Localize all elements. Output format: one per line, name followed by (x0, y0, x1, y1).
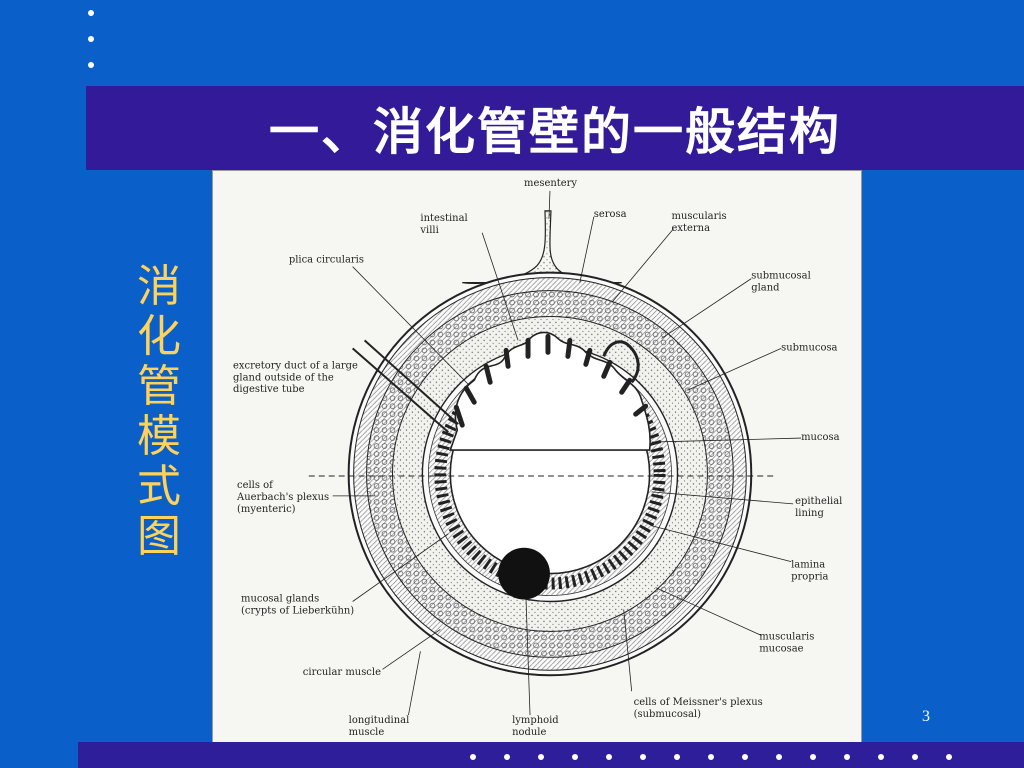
side-label: 消 化 管 模 式 图 (132, 262, 186, 562)
label-submucosal-gland: gland (751, 283, 780, 294)
side-label-char: 化 (137, 311, 181, 362)
bottom-bar (78, 742, 1024, 768)
label-auerbach-plexus: (myenteric) (237, 504, 296, 515)
label-circular-muscle: circular muscle (303, 667, 381, 678)
label-lamina-propria: propria (791, 572, 828, 583)
label-longitudinal-muscle: muscle (349, 727, 385, 738)
label-excretory-duct: gland outside of the (233, 372, 334, 383)
label-mesentery: mesentery (524, 178, 577, 189)
villi-fringe (453, 333, 649, 428)
label-meissner-plexus: (submucosal) (634, 709, 701, 720)
label-excretory-duct: digestive tube (233, 384, 305, 395)
digestive-tube-diagram: mesentery serosa muscularis externa inte… (212, 170, 862, 748)
plica-circularis-fold (602, 340, 640, 384)
label-intestinal-villi: intestinal (420, 213, 467, 224)
decorative-dots-bottom (470, 754, 980, 760)
label-muscularis-mucosae: mucosae (759, 643, 803, 654)
excretory-duct (351, 347, 449, 433)
decorative-dots-left (88, 10, 94, 88)
label-epithelial-lining: epithelial (795, 496, 842, 507)
lymphoid-nodule (498, 547, 550, 600)
label-excretory-duct: excretory duct of a large (233, 360, 358, 371)
label-muscularis-externa: muscularis (672, 211, 727, 222)
side-label-char: 消 (137, 261, 181, 312)
slide-title: 一、消化管壁的一般结构 (269, 103, 841, 161)
leader-lines (332, 190, 802, 716)
label-muscularis-externa: externa (672, 223, 711, 234)
label-intestinal-villi: villi (419, 225, 438, 236)
label-mucosal-glands: (crypts of Lieberkühn) (241, 605, 354, 616)
label-mucosal-glands: mucosal glands (241, 594, 319, 605)
side-label-char: 图 (137, 511, 181, 562)
side-label-char: 管 (137, 361, 181, 412)
label-muscularis-mucosae: muscularis (759, 631, 814, 642)
label-lamina-propria: lamina (791, 560, 825, 571)
label-auerbach-plexus: cells of (237, 480, 274, 491)
side-label-char: 模 (137, 411, 181, 462)
label-auerbach-plexus: Auerbach's plexus (236, 492, 329, 503)
excretory-duct (363, 339, 459, 425)
label-submucosa: submucosa (781, 342, 837, 353)
mucosal-crypts-ring (434, 358, 666, 590)
intestinal-villi (449, 331, 651, 451)
label-longitudinal-muscle: longitudinal (349, 715, 410, 726)
label-lymphoid-nodule: nodule (512, 727, 546, 738)
side-label-char: 式 (137, 461, 181, 512)
label-epithelial-lining: lining (795, 508, 824, 519)
label-lymphoid-nodule: lymphoid (512, 715, 559, 726)
label-plica-circularis: plica circularis (289, 255, 364, 266)
label-meissner-plexus: cells of Meissner's plexus (634, 697, 763, 708)
label-mucosa: mucosa (801, 432, 840, 443)
label-serosa: serosa (594, 209, 627, 220)
title-bar: 一、消化管壁的一般结构 (86, 86, 1024, 170)
label-submucosal-gland: submucosal (751, 271, 811, 282)
page-number: 3 (922, 708, 930, 725)
